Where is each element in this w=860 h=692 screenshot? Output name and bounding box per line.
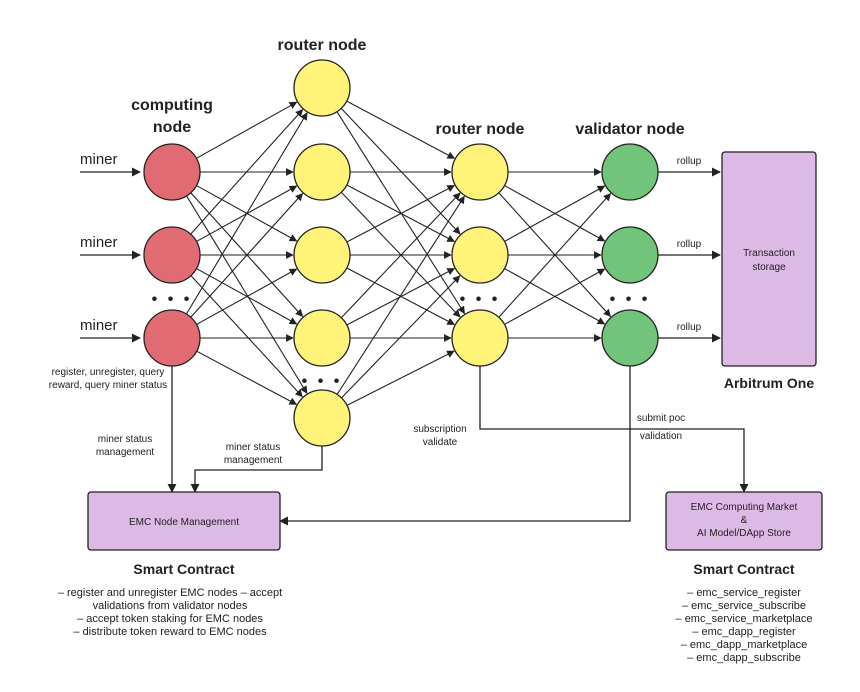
router-node — [293, 389, 351, 447]
connection-edge — [504, 268, 606, 325]
router-nodes-top — [293, 59, 351, 447]
connection-edges — [185, 100, 612, 406]
ellipsis-router-mid: • • • — [460, 291, 501, 308]
node-management-item: – accept token staking for EMC nodes — [77, 613, 263, 625]
rollup-label: rollup — [677, 239, 702, 250]
rollup-label: rollup — [677, 322, 702, 333]
connection-edge — [346, 267, 456, 326]
connection-edge — [196, 101, 298, 159]
router-node-title-mid: router node — [436, 121, 525, 138]
market-label-line2: & — [741, 515, 748, 526]
validator-node — [601, 309, 659, 367]
computing-node-title-line2: node — [153, 119, 191, 136]
node-management-box — [87, 491, 281, 551]
connection-edge — [341, 275, 461, 399]
computing-ops-label: register, unregister, query — [52, 367, 165, 378]
computing-node — [143, 309, 201, 367]
router-node — [451, 309, 509, 367]
computing-node-title: computing — [131, 97, 213, 114]
computing-ops-label-line2: reward, query miner status — [49, 380, 167, 391]
router-node — [451, 226, 509, 284]
validator-node — [601, 226, 659, 284]
connection-edge — [336, 111, 465, 315]
router-nodes-mid — [451, 143, 509, 367]
market-item: – emc_dapp_subscribe — [687, 652, 801, 664]
market-item: – emc_service_register — [687, 587, 801, 599]
node-management-item: – register and unregister EMC nodes – ac… — [58, 587, 282, 599]
node-management-item: validations from validator nodes — [93, 600, 248, 612]
miner-label: miner — [80, 151, 118, 168]
connection-edge — [196, 268, 298, 325]
router-node-title-top: router node — [278, 37, 367, 54]
market-item: – emc_dapp_register — [692, 626, 796, 638]
connection-edge — [190, 109, 304, 235]
router-node — [293, 59, 351, 117]
validator-nodes — [601, 143, 659, 367]
connection-edge — [498, 192, 612, 318]
miner-status-label-right: miner status — [226, 442, 280, 453]
transaction-storage-label: Transaction — [743, 248, 795, 259]
arbitrum-one-caption: Arbitrum One — [724, 375, 814, 391]
submit-poc-label-line2: validation — [640, 431, 682, 442]
connection-edge — [185, 112, 308, 315]
subscription-label: subscription — [413, 424, 466, 435]
transaction-storage-label-line2: storage — [752, 262, 786, 273]
router-node — [293, 143, 351, 201]
node-management-label: EMC Node Management — [129, 517, 239, 528]
miner-status-label-left: miner status — [98, 434, 152, 445]
connection-edge — [196, 350, 298, 405]
market-label-line3: AI Model/DApp Store — [697, 528, 791, 539]
connection-edge — [336, 195, 465, 395]
miner-status-label-left-line2: management — [96, 447, 155, 458]
connection-edge — [504, 185, 606, 242]
rollup-label: rollup — [677, 156, 702, 167]
router-node — [451, 143, 509, 201]
computing-nodes — [143, 143, 201, 367]
miner-label: miner — [80, 317, 118, 334]
connection-edge — [190, 192, 304, 318]
connection-edge — [346, 350, 455, 406]
ellipsis-computing: • • • — [152, 291, 193, 308]
router-node — [293, 226, 351, 284]
market-item: – emc_service_subscribe — [682, 600, 806, 612]
validator-node — [601, 143, 659, 201]
ellipsis-validator: • • • — [610, 291, 651, 308]
connection-edge — [340, 192, 461, 319]
rollup-arrows — [658, 167, 721, 343]
computing-node — [143, 226, 201, 284]
market-heading: Smart Contract — [693, 561, 794, 577]
market-box — [665, 491, 823, 551]
miner-label: miner — [80, 234, 118, 251]
connection-edge — [186, 195, 308, 394]
connection-edge — [346, 100, 456, 159]
router-node — [293, 309, 351, 367]
market-item: – emc_service_marketplace — [676, 613, 813, 625]
transaction-storage-box — [721, 151, 817, 367]
validator-node-title: validator node — [575, 121, 684, 138]
submit-poc-label: submit poc — [637, 413, 685, 424]
subscription-label-line2: validate — [423, 437, 458, 448]
node-management-item: – distribute token reward to EMC nodes — [73, 626, 267, 638]
node-management-heading: Smart Contract — [133, 561, 234, 577]
management-arrows — [167, 366, 749, 526]
computing-node — [143, 143, 201, 201]
market-item: – emc_dapp_marketplace — [681, 639, 808, 651]
connection-edge — [346, 184, 456, 243]
miner-inputs — [80, 167, 141, 343]
market-label-line1: EMC Computing Market — [691, 502, 798, 513]
miner-status-label-right-line2: management — [224, 455, 283, 466]
ellipsis-router-top: • • • — [302, 373, 343, 390]
